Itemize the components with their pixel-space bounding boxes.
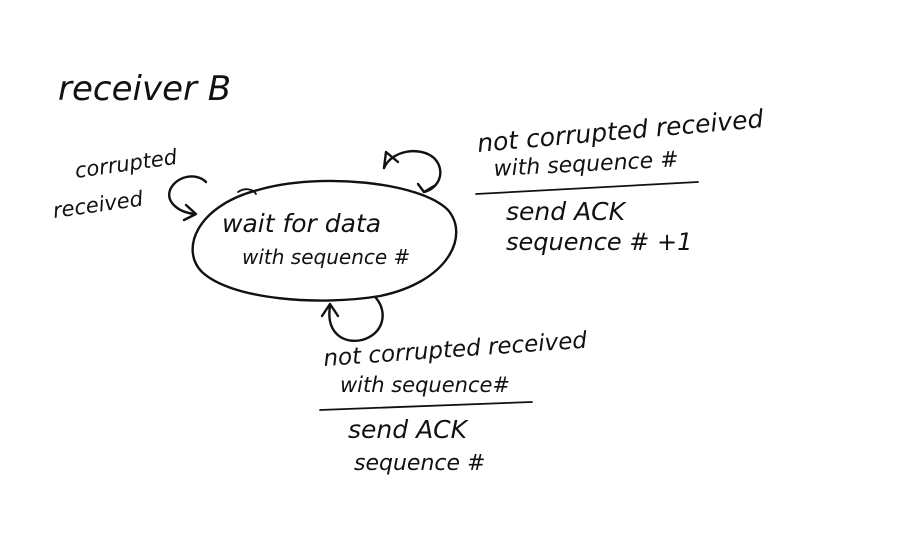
loop-bottom-arrowhead <box>320 302 340 318</box>
loop-left-label-line2: received <box>51 186 145 222</box>
loop-top-arrowhead-b <box>416 182 436 194</box>
loop-left-arrowhead <box>182 203 198 222</box>
self-loop-not-corrupted-bottom: not corrupted received with sequence# se… <box>319 296 589 476</box>
loop-bottom-divider <box>319 401 533 411</box>
loop-left-tail <box>237 188 257 195</box>
loop-left-arrow <box>168 175 208 216</box>
loop-top-action-line1: send ACK <box>506 197 628 226</box>
loop-top-action-line2: sequence # +1 <box>506 228 692 256</box>
loop-top-arrow <box>382 150 442 194</box>
loop-bottom-event-line1: not corrupted received <box>323 328 589 372</box>
loop-bottom-action-line2: sequence # <box>354 451 485 476</box>
self-loop-not-corrupted-top: not corrupted received with sequence # s… <box>382 104 765 256</box>
diagram-title: receiver B <box>58 69 231 109</box>
state-wait-for-data: wait for data with sequence # <box>191 179 458 302</box>
loop-bottom-arrow <box>328 296 384 342</box>
loop-top-arrowhead <box>382 150 400 170</box>
state-label-line2: with sequence # <box>242 245 410 269</box>
state-label-line1: wait for data <box>222 209 381 238</box>
loop-bottom-event-line2: with sequence# <box>340 373 510 397</box>
loop-bottom-action-line1: send ACK <box>348 415 470 444</box>
loop-left-label-line1: corrupted <box>73 145 179 183</box>
state-ellipse <box>191 179 458 302</box>
loop-top-divider <box>475 181 699 195</box>
